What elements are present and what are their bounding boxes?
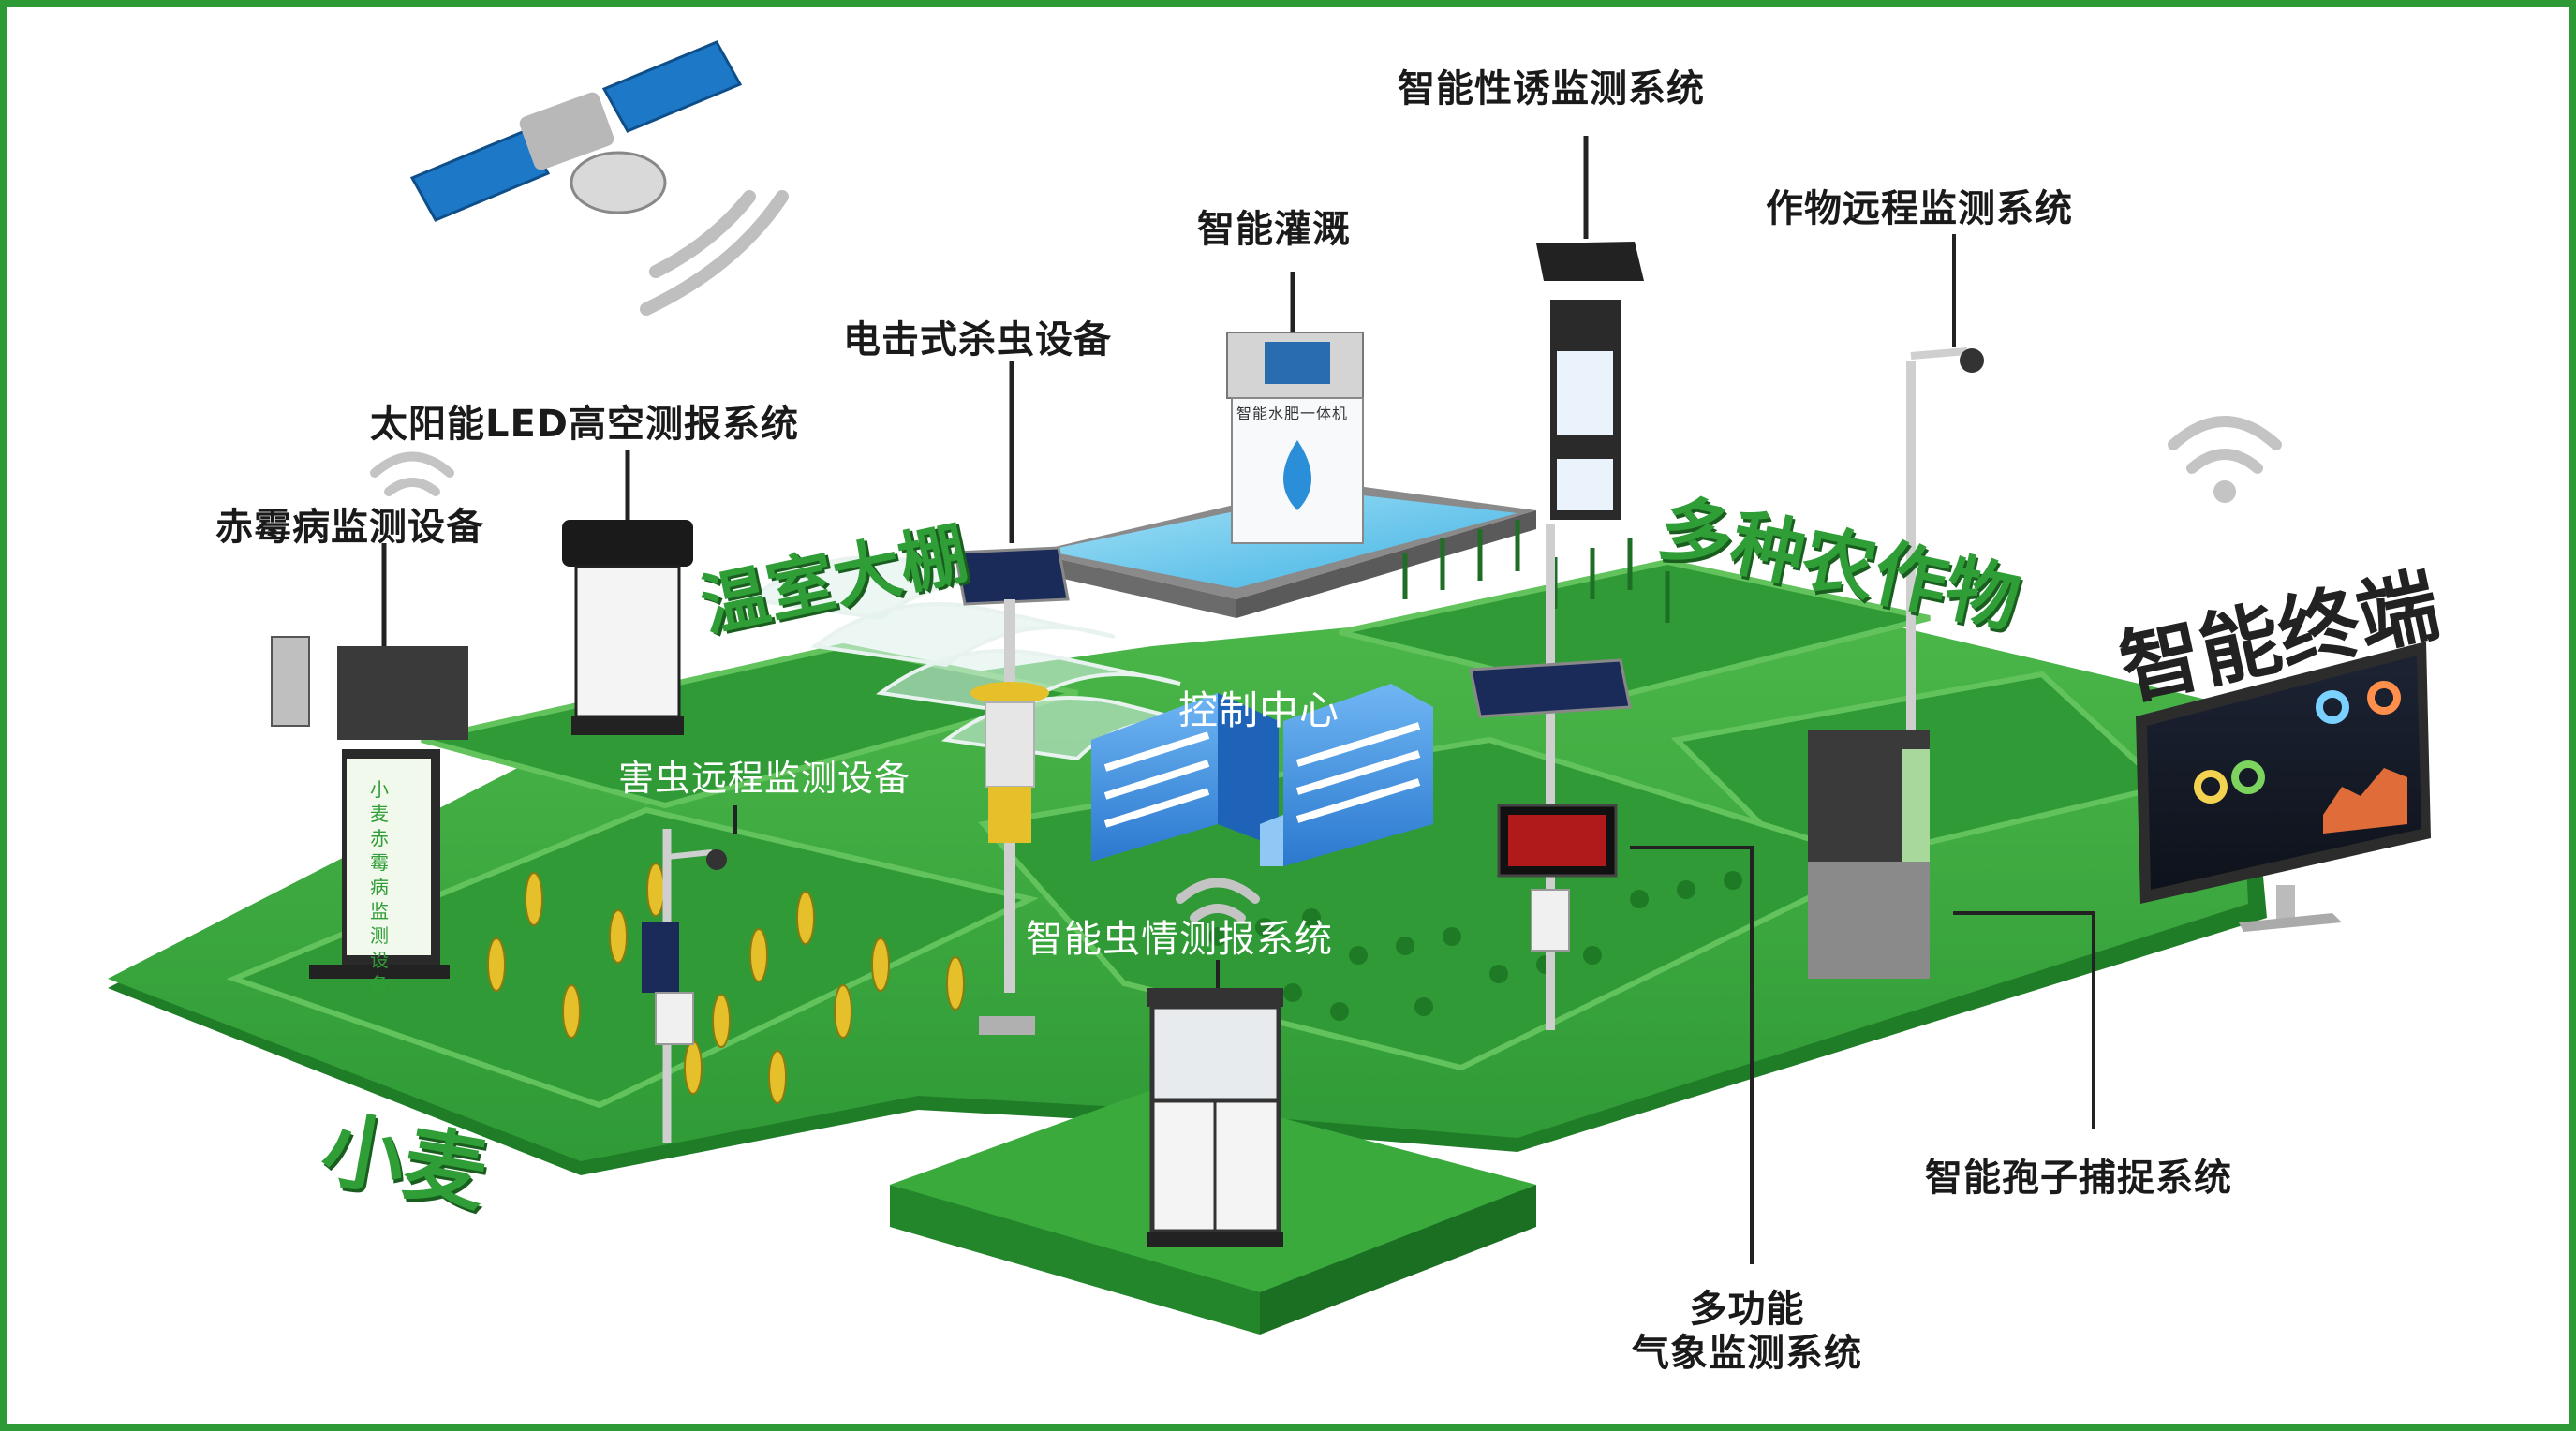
label-solar-led: 太阳能LED高空测报系统: [370, 403, 800, 446]
crop-stalks: [1402, 520, 1670, 623]
camera-icon: [1960, 348, 1984, 373]
satellite-signal-icon: [640, 190, 789, 316]
label-spore-trap: 智能孢子捕捉系统: [1925, 1157, 2232, 1200]
crop-remote-camera: [1906, 234, 1984, 749]
label-gibberella-monitor: 赤霉病监测设备: [215, 506, 484, 549]
weather-station: [1469, 524, 1632, 1030]
label-sex-lure: 智能性诱监测系统: [1398, 67, 1705, 111]
solar-panel-icon: [1536, 242, 1644, 281]
connector-lines: [1630, 846, 2095, 1264]
gibberella-monitor-device: [271, 543, 468, 979]
solar-panel-icon: [1469, 658, 1632, 718]
label-crop-remote: 作物远程监测系统: [1766, 187, 2073, 230]
smart-terminal-monitor: [2136, 642, 2431, 932]
water-fertilizer-text: 智能水肥一体机: [1236, 405, 1349, 422]
satellite-icon: [409, 40, 743, 222]
wifi-icon: [370, 451, 454, 496]
label-insect-forecast: 智能虫情测报系统: [1026, 918, 1333, 961]
gibberella-panel-text: 小麦赤霉病监测设备: [370, 778, 390, 996]
electric-insect-killer: [954, 361, 1070, 1035]
spore-trap-device: [1808, 730, 1930, 979]
label-electric-killer: 电击式杀虫设备: [843, 318, 1112, 361]
label-control-center: 控制中心: [1178, 687, 1340, 733]
label-pest-remote: 害虫远程监测设备: [618, 758, 911, 799]
wheat-stalks: [403, 863, 965, 1104]
label-weather-line2: 气象监测系统: [1632, 1332, 1862, 1375]
insect-forecast-cabinet: [1147, 960, 1283, 1247]
label-irrigation: 智能灌溉: [1197, 208, 1351, 251]
solar-led-device: [562, 450, 693, 735]
control-center-building: [1091, 684, 1433, 866]
camera-icon: [706, 849, 727, 870]
wifi-icon: [2168, 416, 2282, 503]
sex-lure-monitor: [1536, 136, 1644, 520]
label-weather-line1: 多功能: [1689, 1288, 1805, 1331]
wifi-icon: [1176, 878, 1260, 922]
water-fertilizer-machine: [1226, 272, 1364, 544]
pest-remote-monitor: [642, 805, 737, 1143]
solar-panel-icon: [954, 546, 1070, 606]
